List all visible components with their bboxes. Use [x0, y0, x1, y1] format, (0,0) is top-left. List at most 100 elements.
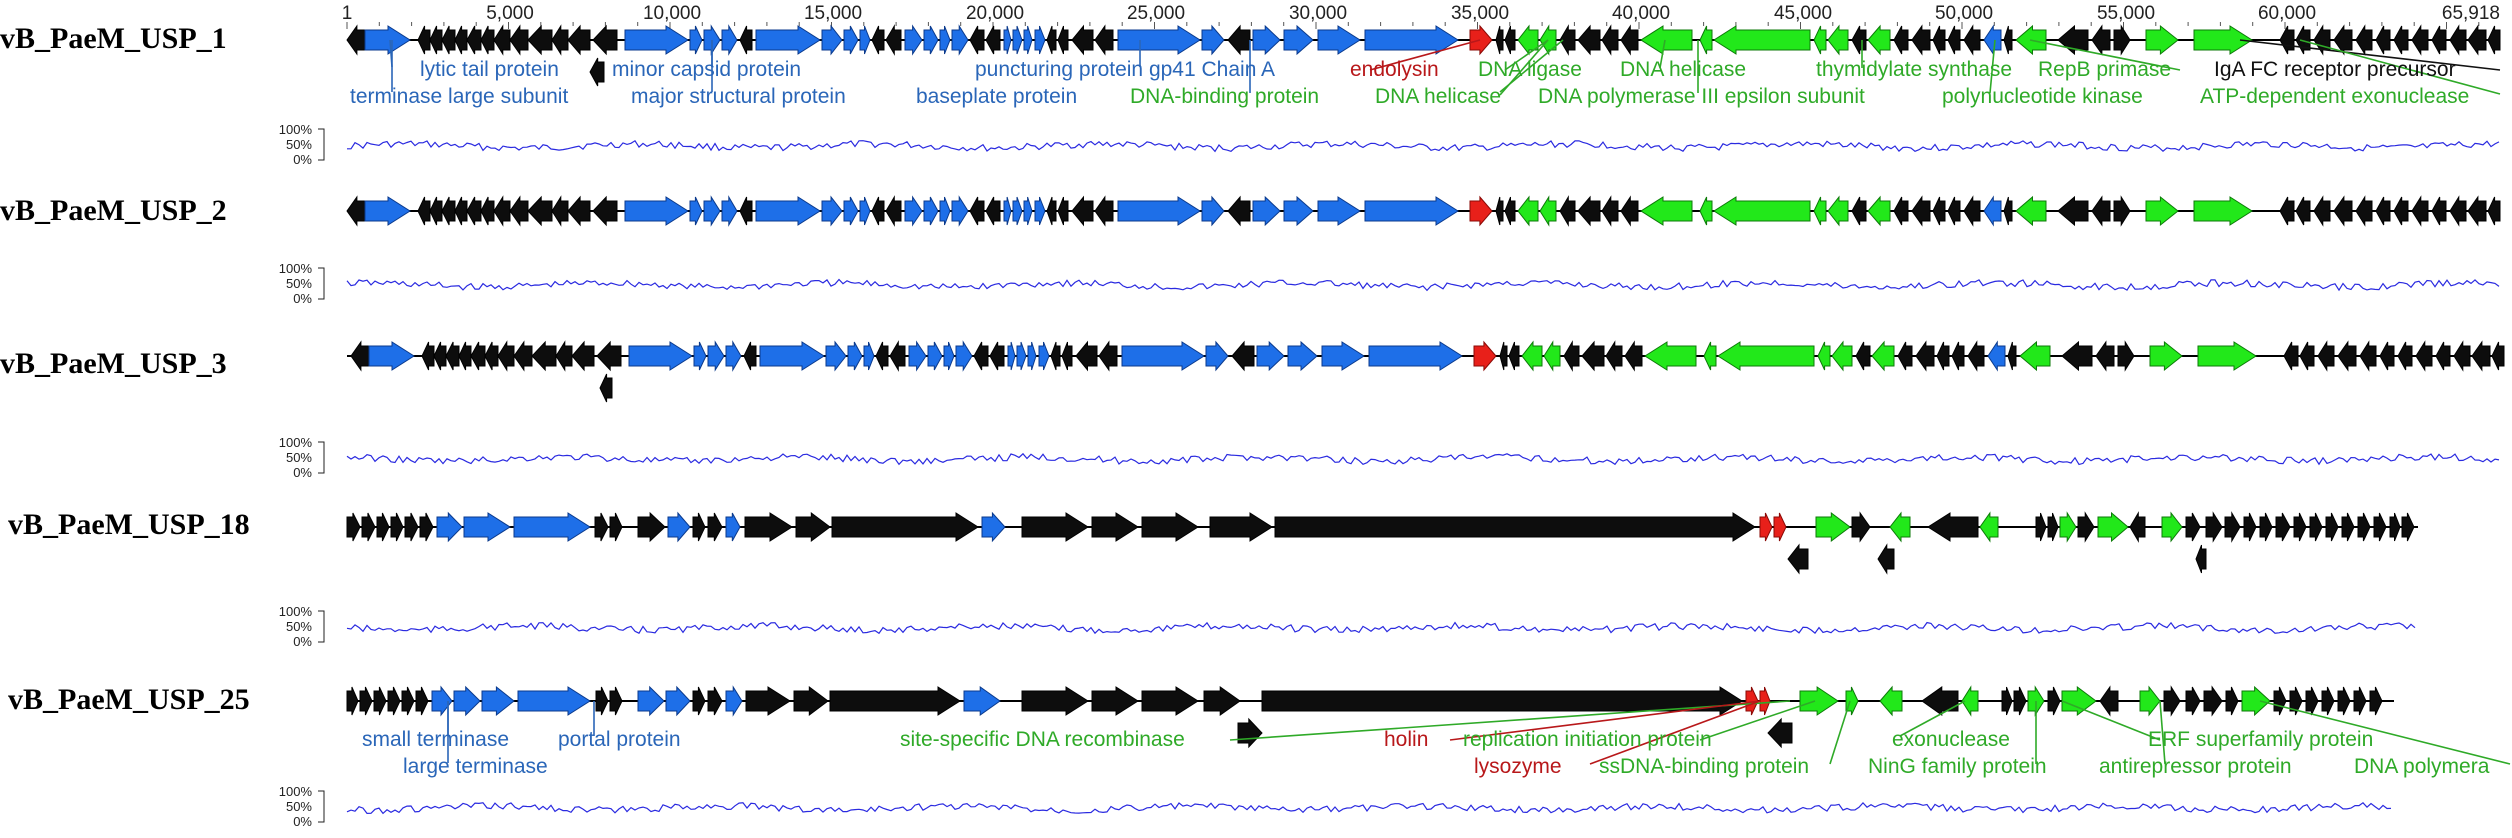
- label-leader-line: [1369, 39, 1481, 71]
- structural-gene-arrow: [703, 195, 721, 227]
- hypothetical-gene-arrow: [2095, 340, 2115, 372]
- scale-tick-label: 1: [342, 3, 353, 24]
- hypothetical-gene-arrow: [2487, 196, 2501, 226]
- hypothetical-gene-arrow: [2203, 685, 2223, 717]
- hypothetical-gene-arrow: [793, 686, 829, 716]
- gc-axis-label: 0%: [293, 291, 312, 306]
- gc-axis-label: 50%: [286, 450, 312, 465]
- hypothetical-gene-arrow: [419, 512, 434, 542]
- hypothetical-gene-arrow: [2195, 544, 2207, 574]
- hypothetical-gene-arrow: [637, 511, 666, 543]
- hypothetical-gene-arrow: [2369, 686, 2383, 716]
- structural-gene-arrow: [847, 341, 863, 371]
- structural-gene-arrow: [1283, 195, 1314, 227]
- hypothetical-gene-arrow: [1620, 24, 1639, 56]
- hypothetical-gene-arrow: [1071, 195, 1094, 227]
- hypothetical-gene-arrow: [346, 686, 359, 716]
- replication-gene-arrow: [1640, 196, 1693, 226]
- hypothetical-gene-arrow: [417, 196, 431, 226]
- hypothetical-gene-arrow: [513, 340, 533, 372]
- hypothetical-gene-arrow: [1936, 341, 1950, 371]
- replication-gene-arrow: [2015, 195, 2047, 227]
- label-leader-line: [2061, 700, 2161, 741]
- hypothetical-gene-arrow: [497, 340, 515, 372]
- hypothetical-gene-arrow: [692, 686, 706, 716]
- replication-gene-arrow: [1979, 511, 1999, 543]
- hypothetical-gene-arrow: [1787, 543, 1809, 575]
- structural-gene-arrow: [1983, 24, 2002, 56]
- structural-gene-arrow: [955, 340, 973, 372]
- hypothetical-gene-arrow: [1963, 24, 1981, 56]
- replication-gene-arrow: [1961, 685, 1979, 717]
- structural-gene-arrow: [863, 341, 875, 371]
- gene-label: major structural protein: [631, 85, 846, 108]
- label-leader-line: [1829, 700, 1851, 765]
- hypothetical-gene-arrow: [2279, 25, 2295, 55]
- gc-axis-label: 50%: [286, 137, 312, 152]
- label-leader-line: [1504, 39, 1549, 71]
- hypothetical-gene-arrow: [1091, 686, 1139, 716]
- hypothetical-gene-arrow: [2411, 195, 2429, 227]
- replication-gene-arrow: [1799, 686, 1839, 716]
- hypothetical-gene-arrow: [1261, 686, 1743, 716]
- hypothetical-gene-arrow: [589, 57, 605, 87]
- structural-gene-arrow: [859, 25, 871, 55]
- label-leader-lines: [389, 39, 2511, 765]
- hypothetical-gene-arrow: [1094, 24, 1114, 56]
- lysis-gene-arrow: [1773, 512, 1787, 542]
- gc-content-line: [346, 278, 2500, 292]
- gene-label: DNA polymera: [2354, 755, 2490, 778]
- hypothetical-gene-arrow: [2487, 25, 2501, 55]
- structural-gene-arrow: [981, 511, 1006, 543]
- gene-label: terminase large subunit: [350, 85, 568, 108]
- hypothetical-gene-arrow: [1091, 512, 1139, 542]
- hypothetical-gene-arrow: [458, 341, 472, 371]
- gene-label: NinG family protein: [1868, 755, 2047, 778]
- gc-axis-bracket: [318, 267, 325, 300]
- replication-gene-arrow: [1699, 25, 1713, 55]
- replication-gene-arrow: [2193, 196, 2253, 226]
- structural-gene-arrow: [624, 25, 689, 55]
- hypothetical-gene-arrow: [831, 512, 979, 542]
- structural-gene-arrow: [364, 196, 411, 226]
- structural-gene-arrow: [1038, 341, 1050, 371]
- label-leader-line: [1989, 39, 1996, 94]
- genome-name: vB_PaeM_USP_3: [0, 347, 227, 380]
- gene-label: minor capsid protein: [612, 58, 801, 81]
- label-leader-line: [1899, 700, 1966, 737]
- hypothetical-gene-arrow: [1046, 196, 1057, 226]
- hypothetical-gene-arrow: [2224, 511, 2241, 543]
- hypothetical-gene-arrow: [885, 24, 902, 56]
- hypothetical-gene-arrow: [2163, 685, 2181, 717]
- hypothetical-gene-arrow: [1274, 512, 1756, 542]
- gc-axis-label: 100%: [279, 261, 313, 276]
- structural-gene-arrow: [759, 341, 825, 371]
- hypothetical-gene-arrow: [390, 512, 404, 542]
- gc-content-track: 100%50%0%: [279, 122, 2500, 167]
- structural-gene-arrow: [821, 24, 843, 56]
- hypothetical-gene-arrow: [555, 340, 573, 372]
- gc-axis-label: 50%: [286, 276, 312, 291]
- replication-gene-arrow: [2161, 511, 2183, 543]
- structural-gene-arrow: [1287, 340, 1318, 372]
- scale-tick-label: 45,000: [1774, 3, 1832, 24]
- replication-gene-arrow: [1867, 24, 1891, 56]
- hypothetical-gene-arrow: [889, 340, 906, 372]
- hypothetical-gene-arrow: [2389, 512, 2401, 542]
- hypothetical-gene-arrow: [1911, 195, 1931, 227]
- hypothetical-gene-arrow: [1098, 340, 1118, 372]
- gc-axis-label: 100%: [279, 784, 313, 799]
- structural-gene-arrow: [1007, 341, 1016, 371]
- hypothetical-gene-arrow: [2313, 195, 2331, 227]
- hypothetical-gene-arrow: [2375, 25, 2391, 55]
- gene-label: polynucleotide kinase: [1942, 85, 2143, 108]
- lysis-gene-arrow: [1759, 686, 1771, 716]
- hypothetical-gene-arrow: [509, 24, 529, 56]
- label-leader-line: [1589, 700, 1761, 765]
- scale-tick-label: 55,000: [2097, 3, 2155, 24]
- hypothetical-gene-arrow: [1021, 686, 1089, 716]
- structural-gene-arrow: [1023, 196, 1033, 226]
- hypothetical-gene-arrow: [1851, 196, 1867, 226]
- lysis-gene-arrow: [1745, 686, 1759, 716]
- structural-gene-arrow: [923, 25, 939, 55]
